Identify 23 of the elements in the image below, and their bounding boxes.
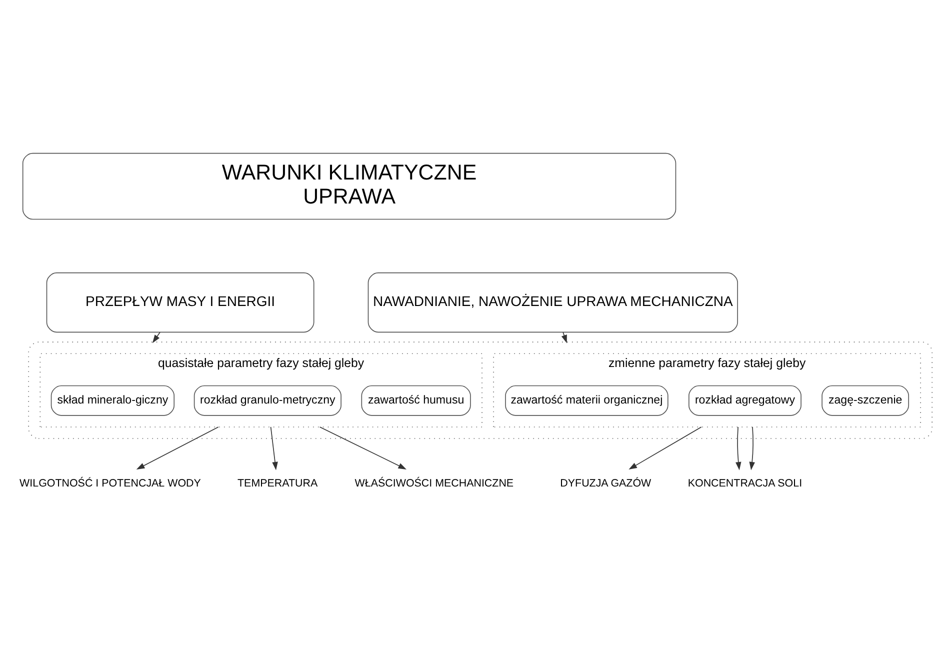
node-box: NAWADNIANIE, NAWOŻENIE UPRAWA MECHANICZNA bbox=[368, 272, 738, 333]
node-box: WARUNKI KLIMATYCZNE UPRAWA bbox=[22, 152, 676, 220]
node-box: PRZEPŁYW MASY I ENERGII bbox=[46, 272, 314, 333]
node-box: zagę-szczenie bbox=[822, 385, 910, 416]
node-box: rozkład agregatowy bbox=[688, 385, 802, 416]
node-text: WŁAŚCIWOŚCI MECHANICZNE bbox=[354, 478, 514, 490]
arrow bbox=[136, 426, 219, 470]
node-text: DYFUZJA GAZÓW bbox=[560, 478, 652, 490]
node-text: TEMPERATURA bbox=[238, 478, 318, 490]
arrow bbox=[749, 426, 755, 470]
node-text: WILGOTNOŚĆ I POTENCJAŁ WODY bbox=[20, 478, 201, 490]
arrow bbox=[736, 426, 742, 470]
arrow bbox=[561, 332, 567, 344]
node-box: rozkład granulo-metryczny bbox=[194, 385, 342, 416]
node-box: skład mineralo-giczny bbox=[50, 385, 175, 416]
arrow bbox=[628, 426, 702, 470]
node-text: KONCENTRACJA SOLI bbox=[688, 478, 802, 490]
arrow bbox=[319, 426, 406, 470]
node-box: zawartość humusu bbox=[361, 385, 471, 416]
cluster bbox=[28, 342, 933, 439]
arrow bbox=[270, 426, 278, 470]
node-box: zawartość materii organicznej bbox=[505, 385, 668, 416]
arrow bbox=[152, 332, 160, 344]
